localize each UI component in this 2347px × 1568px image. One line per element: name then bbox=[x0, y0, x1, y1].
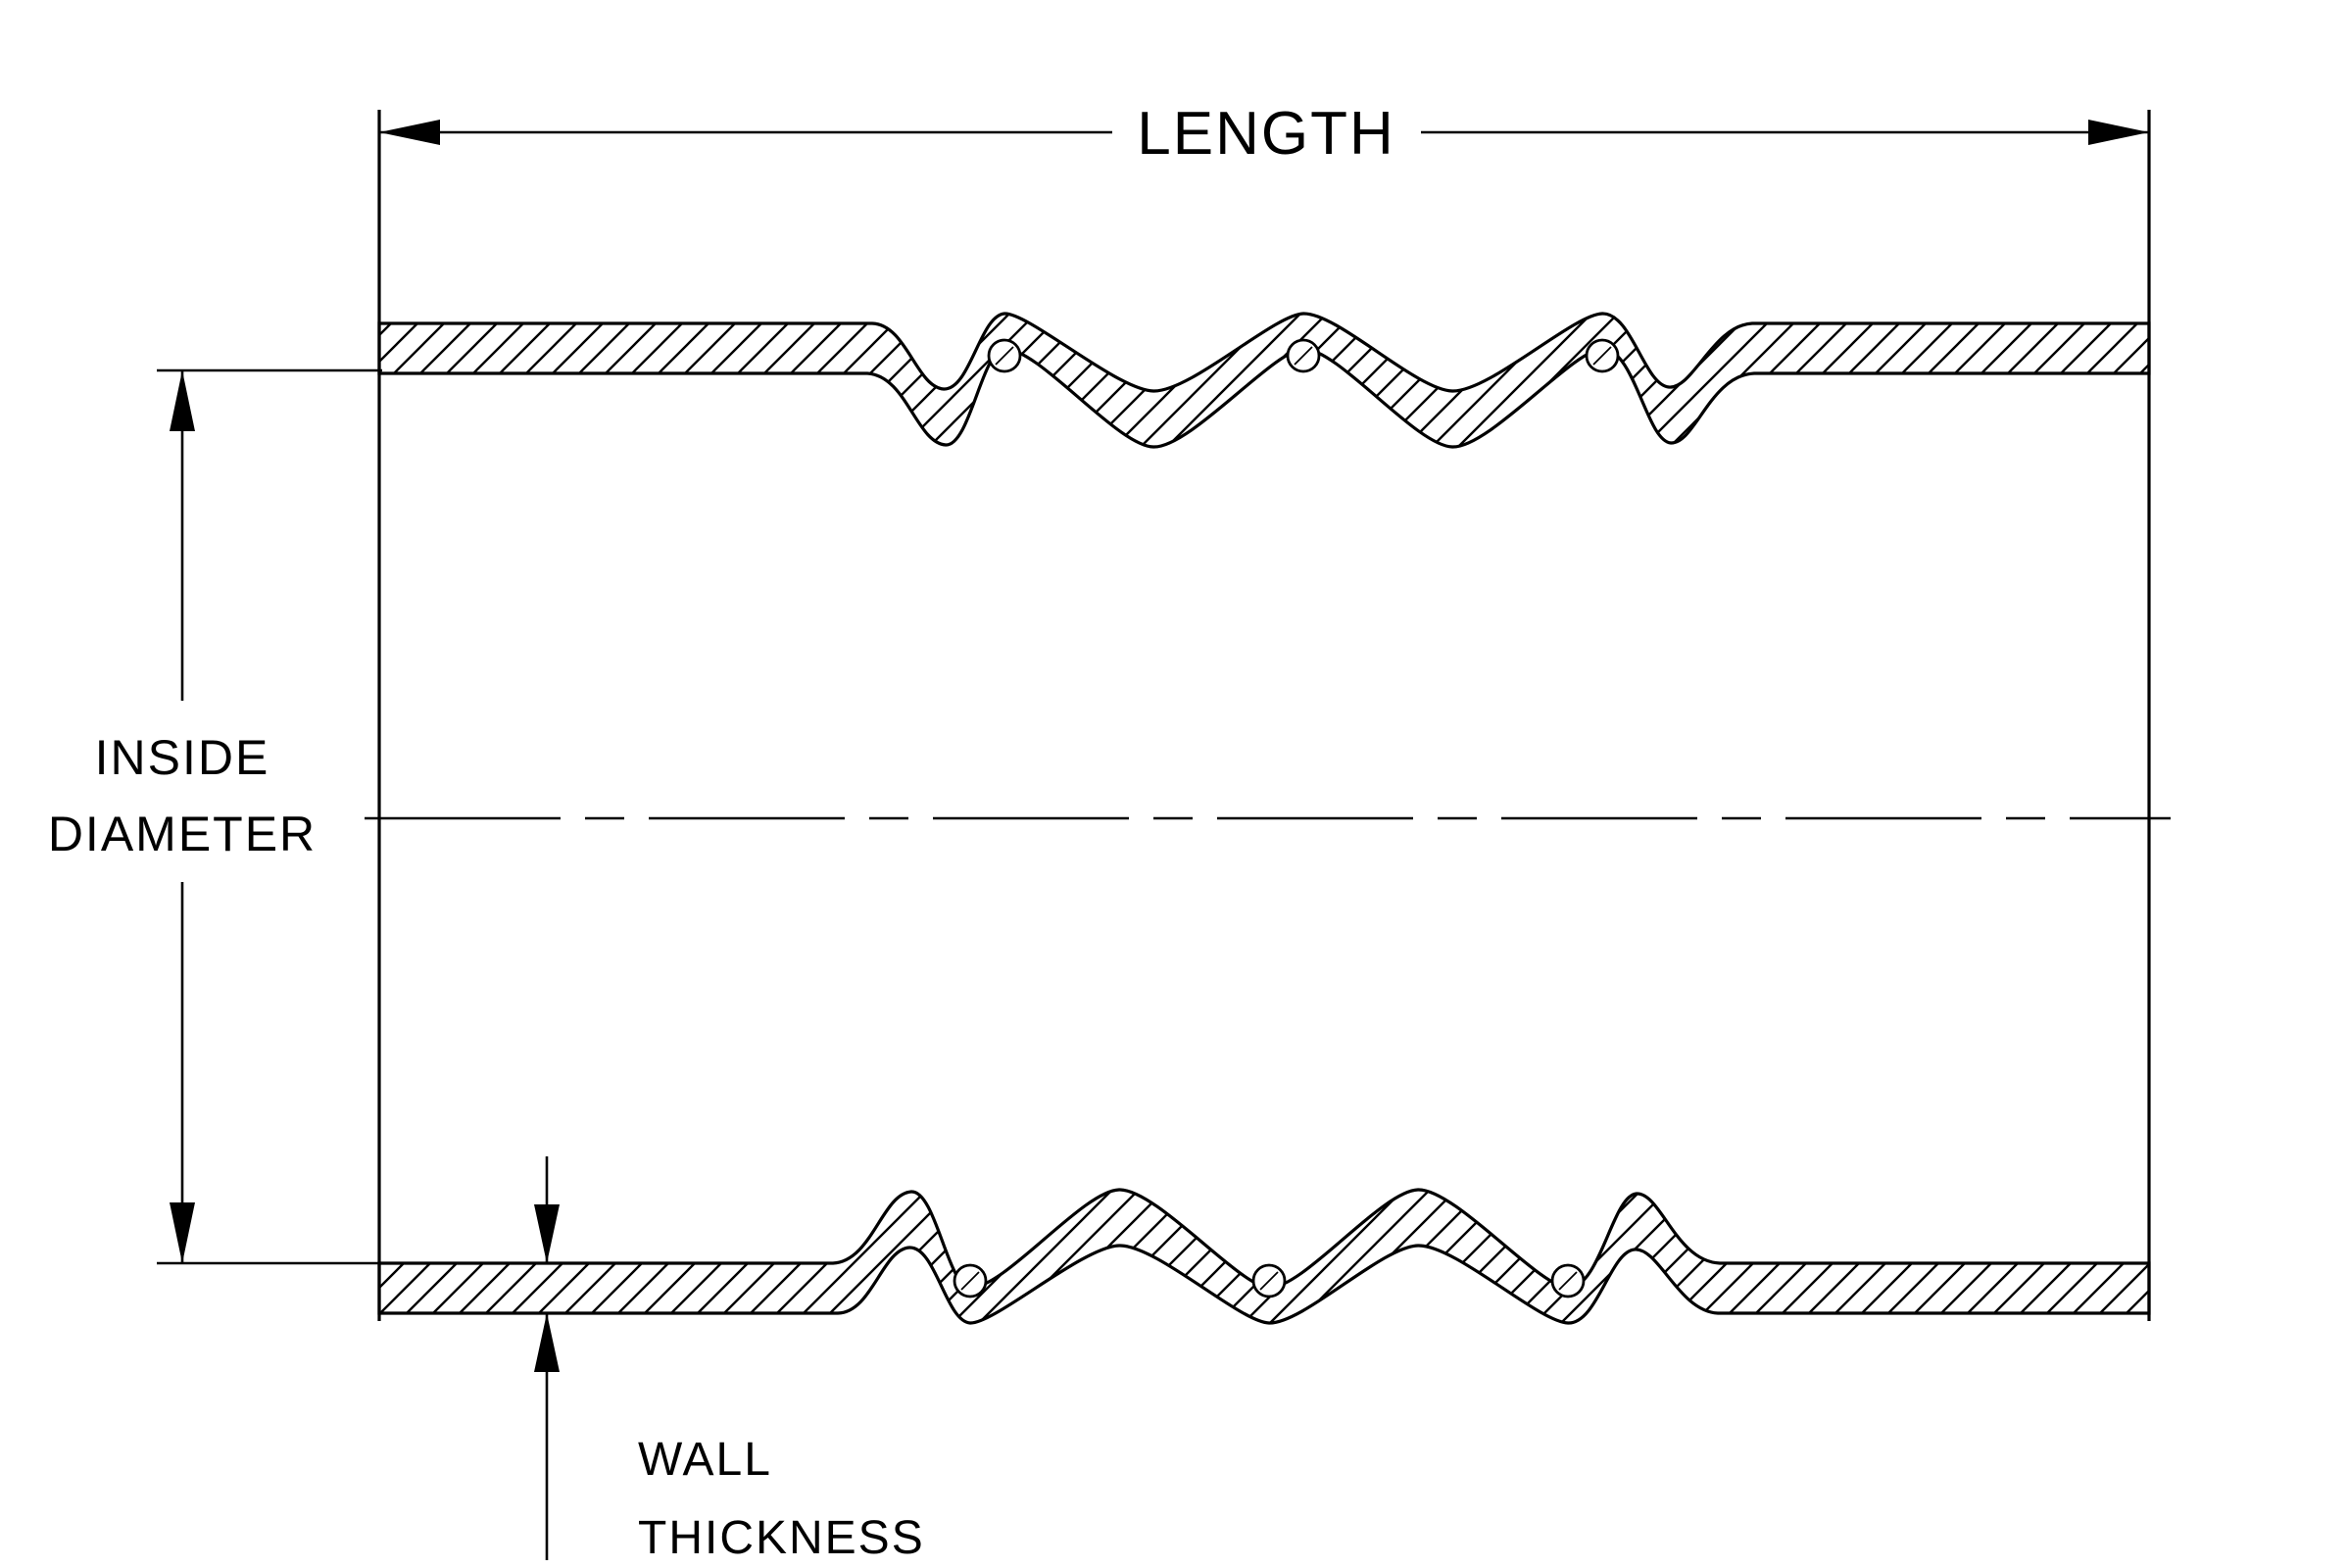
wire-ring-slash bbox=[1294, 346, 1313, 366]
wire-ring-slash bbox=[995, 346, 1014, 366]
length-arrowhead-left bbox=[379, 120, 440, 145]
hose-body bbox=[365, 110, 2171, 1325]
top-wall-section bbox=[377, 312, 2151, 449]
wire-ring-slash bbox=[1259, 1271, 1279, 1291]
inside-diameter-arrowhead-top bbox=[170, 370, 195, 431]
inside-diameter-dimension: INSIDE DIAMETER bbox=[48, 368, 382, 1265]
length-dimension: LENGTH bbox=[379, 100, 2149, 168]
wire-ring-slash bbox=[960, 1271, 980, 1291]
wall-thickness-dimension: WALL THICKNESS bbox=[534, 1156, 925, 1564]
wire-rings-bottom bbox=[953, 1263, 1586, 1298]
inside-diameter-label-line2: DIAMETER bbox=[48, 807, 317, 861]
wall-thickness-label-line2: THICKNESS bbox=[638, 1512, 925, 1564]
inside-diameter-arrowhead-bottom bbox=[170, 1202, 195, 1263]
wire-ring-slash bbox=[1558, 1271, 1578, 1291]
length-label: LENGTH bbox=[1137, 100, 1394, 168]
length-arrowhead-right bbox=[2088, 120, 2149, 145]
bottom-wall-section bbox=[377, 1188, 2151, 1325]
wall-thickness-label-line1: WALL bbox=[638, 1434, 772, 1486]
wire-rings-top bbox=[987, 338, 1620, 373]
inside-diameter-label-line1: INSIDE bbox=[95, 730, 270, 785]
wire-ring-slash bbox=[1592, 346, 1612, 366]
wall-thickness-arrowhead-down bbox=[534, 1204, 560, 1263]
